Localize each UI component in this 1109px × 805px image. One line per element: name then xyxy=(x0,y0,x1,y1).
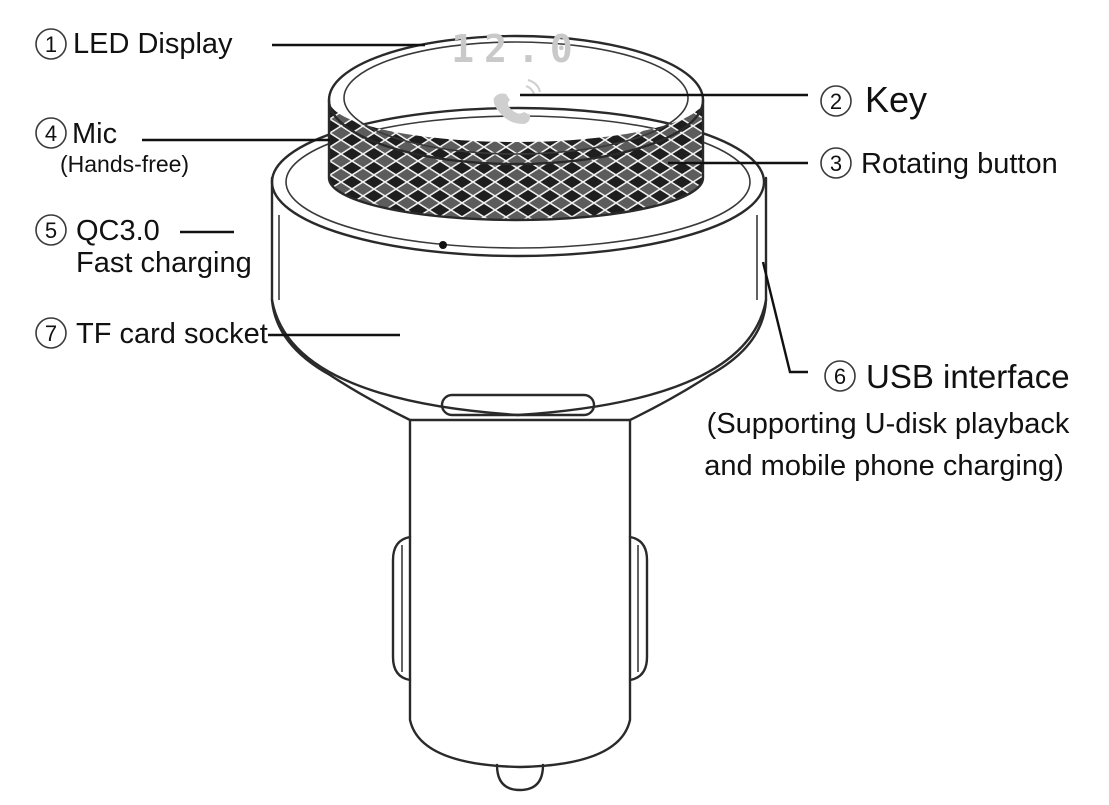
charger-device: 12.0 xyxy=(270,27,768,792)
callout-label: Key xyxy=(865,79,927,120)
right-spring-clip xyxy=(628,535,649,682)
callout-number: 1 xyxy=(45,32,57,57)
key-phone-icon[interactable] xyxy=(493,79,541,124)
callout-label: QC3.0 xyxy=(76,215,160,247)
callout-key: 2 Key xyxy=(820,79,927,120)
callout-note-line2: and mobile phone charging) xyxy=(704,450,1064,482)
mic-hole-dot xyxy=(439,241,447,249)
callout-note-line1: (Supporting U-disk playback xyxy=(707,408,1070,440)
housing-top-rim xyxy=(270,106,766,258)
callout-label: Rotating button xyxy=(861,148,1058,180)
callout-rotating-button: 3 Rotating button xyxy=(820,147,1058,180)
callout-tf-socket: 7 TF card socket xyxy=(35,317,268,350)
qc30-port-slot xyxy=(440,393,596,417)
led-display-reading: 12.0 xyxy=(451,27,583,71)
callout-label: TF card socket xyxy=(76,318,268,350)
callout-label: Mic xyxy=(72,118,117,150)
callout-number: 6 xyxy=(834,364,846,389)
callout-led-display: 1 LED Display xyxy=(35,28,233,60)
top-cap xyxy=(327,34,705,166)
callout-sublabel: Fast charging xyxy=(76,247,252,279)
plug-body xyxy=(408,418,632,769)
callout-number: 2 xyxy=(830,89,842,114)
left-spring-clip xyxy=(391,535,412,682)
callout-qc30: 5 QC3.0 Fast charging xyxy=(35,214,252,279)
plug-tip xyxy=(495,763,545,792)
leader-usb-interface xyxy=(761,261,808,374)
callout-label: USB interface xyxy=(866,358,1070,395)
housing-body xyxy=(270,176,768,422)
callout-number: 5 xyxy=(45,218,57,243)
callout-sublabel: (Hands-free) xyxy=(60,151,189,177)
callout-number: 7 xyxy=(45,321,57,346)
callout-label: LED Display xyxy=(73,28,233,60)
callout-mic: 4 Mic (Hands-free) xyxy=(35,117,189,177)
callout-number: 3 xyxy=(830,151,842,176)
leader-lines xyxy=(142,43,808,374)
callout-usb-interface: 6 USB interface (Supporting U-disk playb… xyxy=(704,358,1070,482)
callout-number: 4 xyxy=(45,121,57,146)
